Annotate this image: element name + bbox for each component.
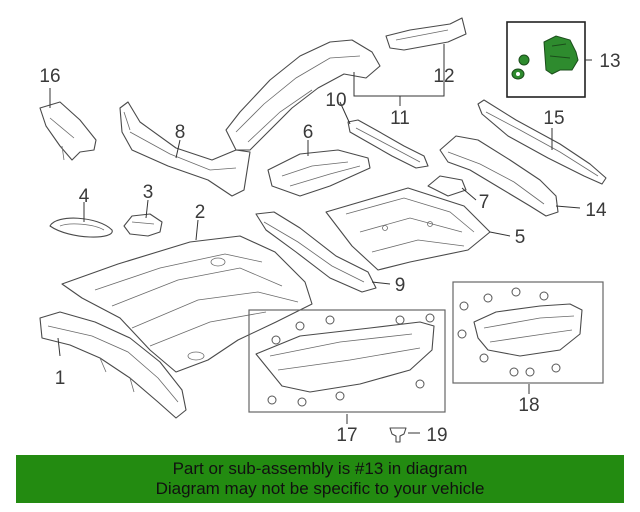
info-banner: Part or sub-assembly is #13 in diagram D…	[16, 455, 624, 503]
part-5-floor-panel[interactable]	[325, 187, 491, 271]
part-8-cross-member[interactable]	[119, 101, 251, 197]
callout-8: 8	[175, 122, 186, 143]
part-10-rail[interactable]	[347, 119, 429, 169]
leader-lines	[49, 44, 581, 434]
part-6-panel[interactable]	[267, 149, 371, 197]
callout-2: 2	[195, 202, 206, 223]
callout-3: 3	[143, 182, 154, 203]
exploded-parts-diagram: 1 2 3 4 5 6 7 8 9 10 11 12 13 14 15 16 1…	[39, 17, 621, 446]
part-16-bracket[interactable]	[39, 101, 97, 161]
banner-line-disclaimer: Diagram may not be specific to your vehi…	[155, 479, 485, 498]
callout-5: 5	[515, 227, 526, 248]
part-11-upper-rail[interactable]	[225, 39, 381, 151]
callout-18: 18	[518, 395, 539, 416]
part-18-under-cover-group[interactable]	[452, 281, 604, 384]
callout-10: 10	[325, 90, 346, 111]
part-17-under-cover-group[interactable]	[248, 309, 446, 413]
banner-line-part-number: Part or sub-assembly is #13 in diagram	[172, 459, 468, 478]
part-9-rail[interactable]	[255, 211, 377, 293]
callout-7: 7	[479, 192, 490, 213]
callout-9: 9	[395, 275, 406, 296]
callout-15: 15	[543, 108, 564, 129]
callout-11: 11	[390, 108, 410, 129]
part-19-clip[interactable]	[389, 427, 407, 443]
part-7-bracket[interactable]	[427, 175, 467, 197]
part-1-side-rail[interactable]	[39, 311, 187, 419]
callout-12: 12	[433, 66, 454, 87]
callout-19: 19	[426, 425, 447, 446]
callout-14: 14	[585, 200, 607, 221]
callout-6: 6	[303, 122, 314, 143]
callout-labels: 1 2 3 4 5 6 7 8 9 10 11 12 13 14 15 16 1…	[39, 51, 620, 446]
part-3-bracket[interactable]	[123, 213, 163, 237]
callout-17: 17	[336, 425, 357, 446]
part-4-seal[interactable]	[49, 217, 113, 238]
part-15-upper-rail[interactable]	[477, 99, 607, 185]
part-2-rear-floor-pan[interactable]	[61, 235, 313, 373]
callout-16: 16	[39, 66, 60, 87]
part-13-highlighted-group[interactable]	[506, 21, 592, 98]
part-14-side-rail[interactable]	[439, 135, 559, 217]
callout-4: 4	[79, 186, 90, 207]
part-12-bracket[interactable]	[385, 17, 467, 51]
callout-1: 1	[55, 368, 66, 389]
callout-13: 13	[599, 51, 620, 72]
